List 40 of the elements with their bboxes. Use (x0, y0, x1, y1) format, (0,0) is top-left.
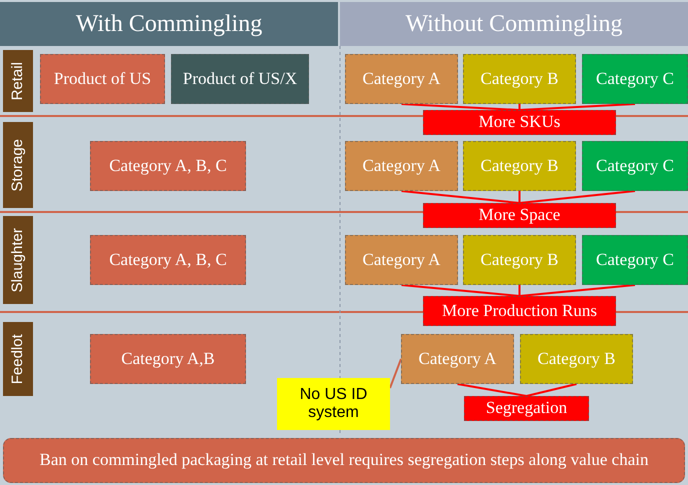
summary-banner: Ban on commingled packaging at retail level requires segregation steps along value chain (3, 438, 685, 483)
category-box: Category B (463, 141, 576, 191)
connector-line (519, 284, 636, 297)
category-box: Category A (345, 141, 458, 191)
leader-line (389, 358, 402, 388)
product-box: Product of US (40, 54, 165, 104)
connector-line (518, 285, 520, 296)
category-box: Category A, B, C (90, 141, 246, 191)
connector-line (401, 103, 520, 111)
category-box: Category A (345, 235, 458, 285)
result-box: Segregation (464, 396, 589, 421)
connector-line (518, 191, 520, 203)
connector-line (401, 190, 520, 204)
category-box: Category A (401, 334, 514, 384)
stage-label: Slaughter (3, 216, 33, 304)
connector-line (519, 103, 636, 111)
category-box: Category B (463, 235, 576, 285)
connector-line (401, 284, 520, 297)
column-header: Without Commingling (340, 2, 688, 46)
stage-label: Retail (3, 50, 33, 112)
connector-line (526, 383, 577, 397)
connector-line (518, 104, 520, 110)
category-box: Category C (582, 235, 688, 285)
category-box: Category B (520, 334, 633, 384)
note-box: No US ID system (277, 378, 390, 430)
category-box: Category B (463, 54, 576, 104)
stage-label: Storage (3, 122, 33, 208)
product-box: Product of US/X (171, 54, 309, 104)
category-box: Category C (582, 141, 688, 191)
column-header: With Commingling (0, 2, 338, 46)
category-box: Category A (345, 54, 458, 104)
connector-line (519, 190, 636, 204)
category-box: Category A,B (90, 334, 246, 384)
result-box: More SKUs (423, 110, 616, 135)
connector-line (457, 383, 527, 397)
category-box: Category C (582, 54, 688, 104)
stage-label: Feedlot (3, 322, 33, 396)
result-box: More Production Runs (423, 296, 616, 326)
result-box: More Space (423, 203, 616, 228)
category-box: Category A, B, C (90, 235, 246, 285)
